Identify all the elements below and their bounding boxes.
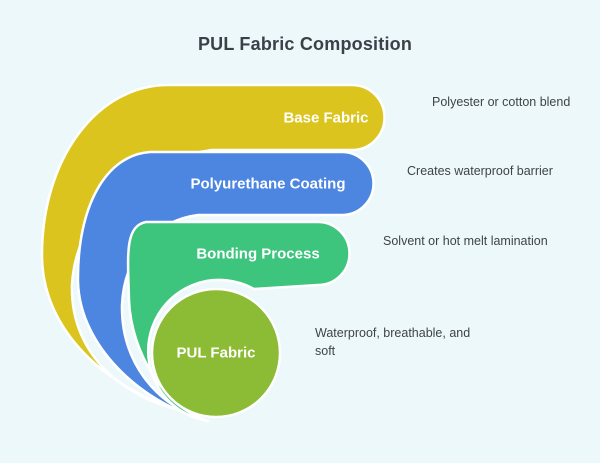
layer-description-polyurethane-coating: Creates waterproof barrier xyxy=(407,164,553,178)
page-title: PUL Fabric Composition xyxy=(197,34,413,54)
layer-label-pul-fabric: PUL Fabric xyxy=(176,344,256,362)
layer-label-bonding-process: Bonding Process xyxy=(196,245,320,263)
layer-description-pul-fabric: Waterproof, breathable, and soft xyxy=(315,326,471,359)
layer-shape-polyurethane-coating xyxy=(76,150,375,419)
layer-description-bonding-process: Solvent or hot melt lamination xyxy=(383,234,548,248)
layer-shape-bonding-process xyxy=(126,220,351,423)
layer-shape-pul-fabric-circle xyxy=(150,287,282,419)
layer-description-base-fabric: Polyester or cotton blend xyxy=(432,95,571,109)
layer-label-base-fabric: Base Fabric xyxy=(283,109,369,127)
layer-label-polyurethane-coating: Polyurethane Coating xyxy=(190,175,346,193)
